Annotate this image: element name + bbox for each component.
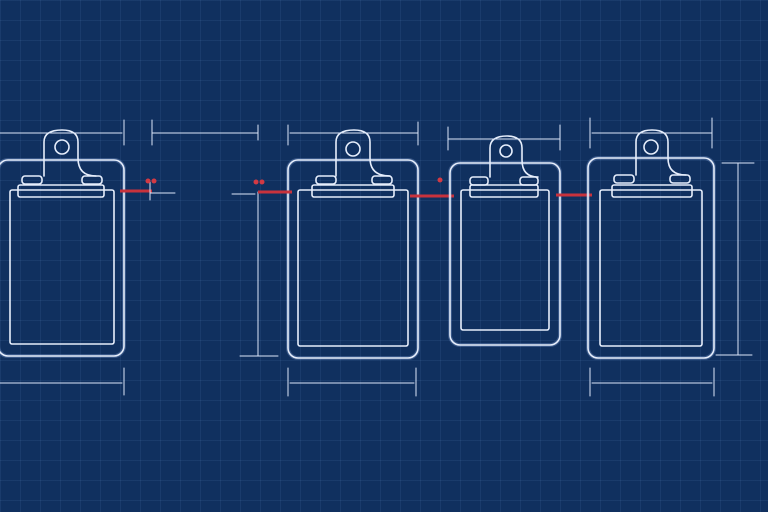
clipboard-1: [0, 119, 126, 396]
clipboard-3: [447, 124, 562, 347]
connector-1: [120, 119, 259, 201]
clipboard-2: [231, 121, 420, 397]
connector-2: [410, 177, 454, 198]
clipboard-4: [586, 117, 755, 397]
